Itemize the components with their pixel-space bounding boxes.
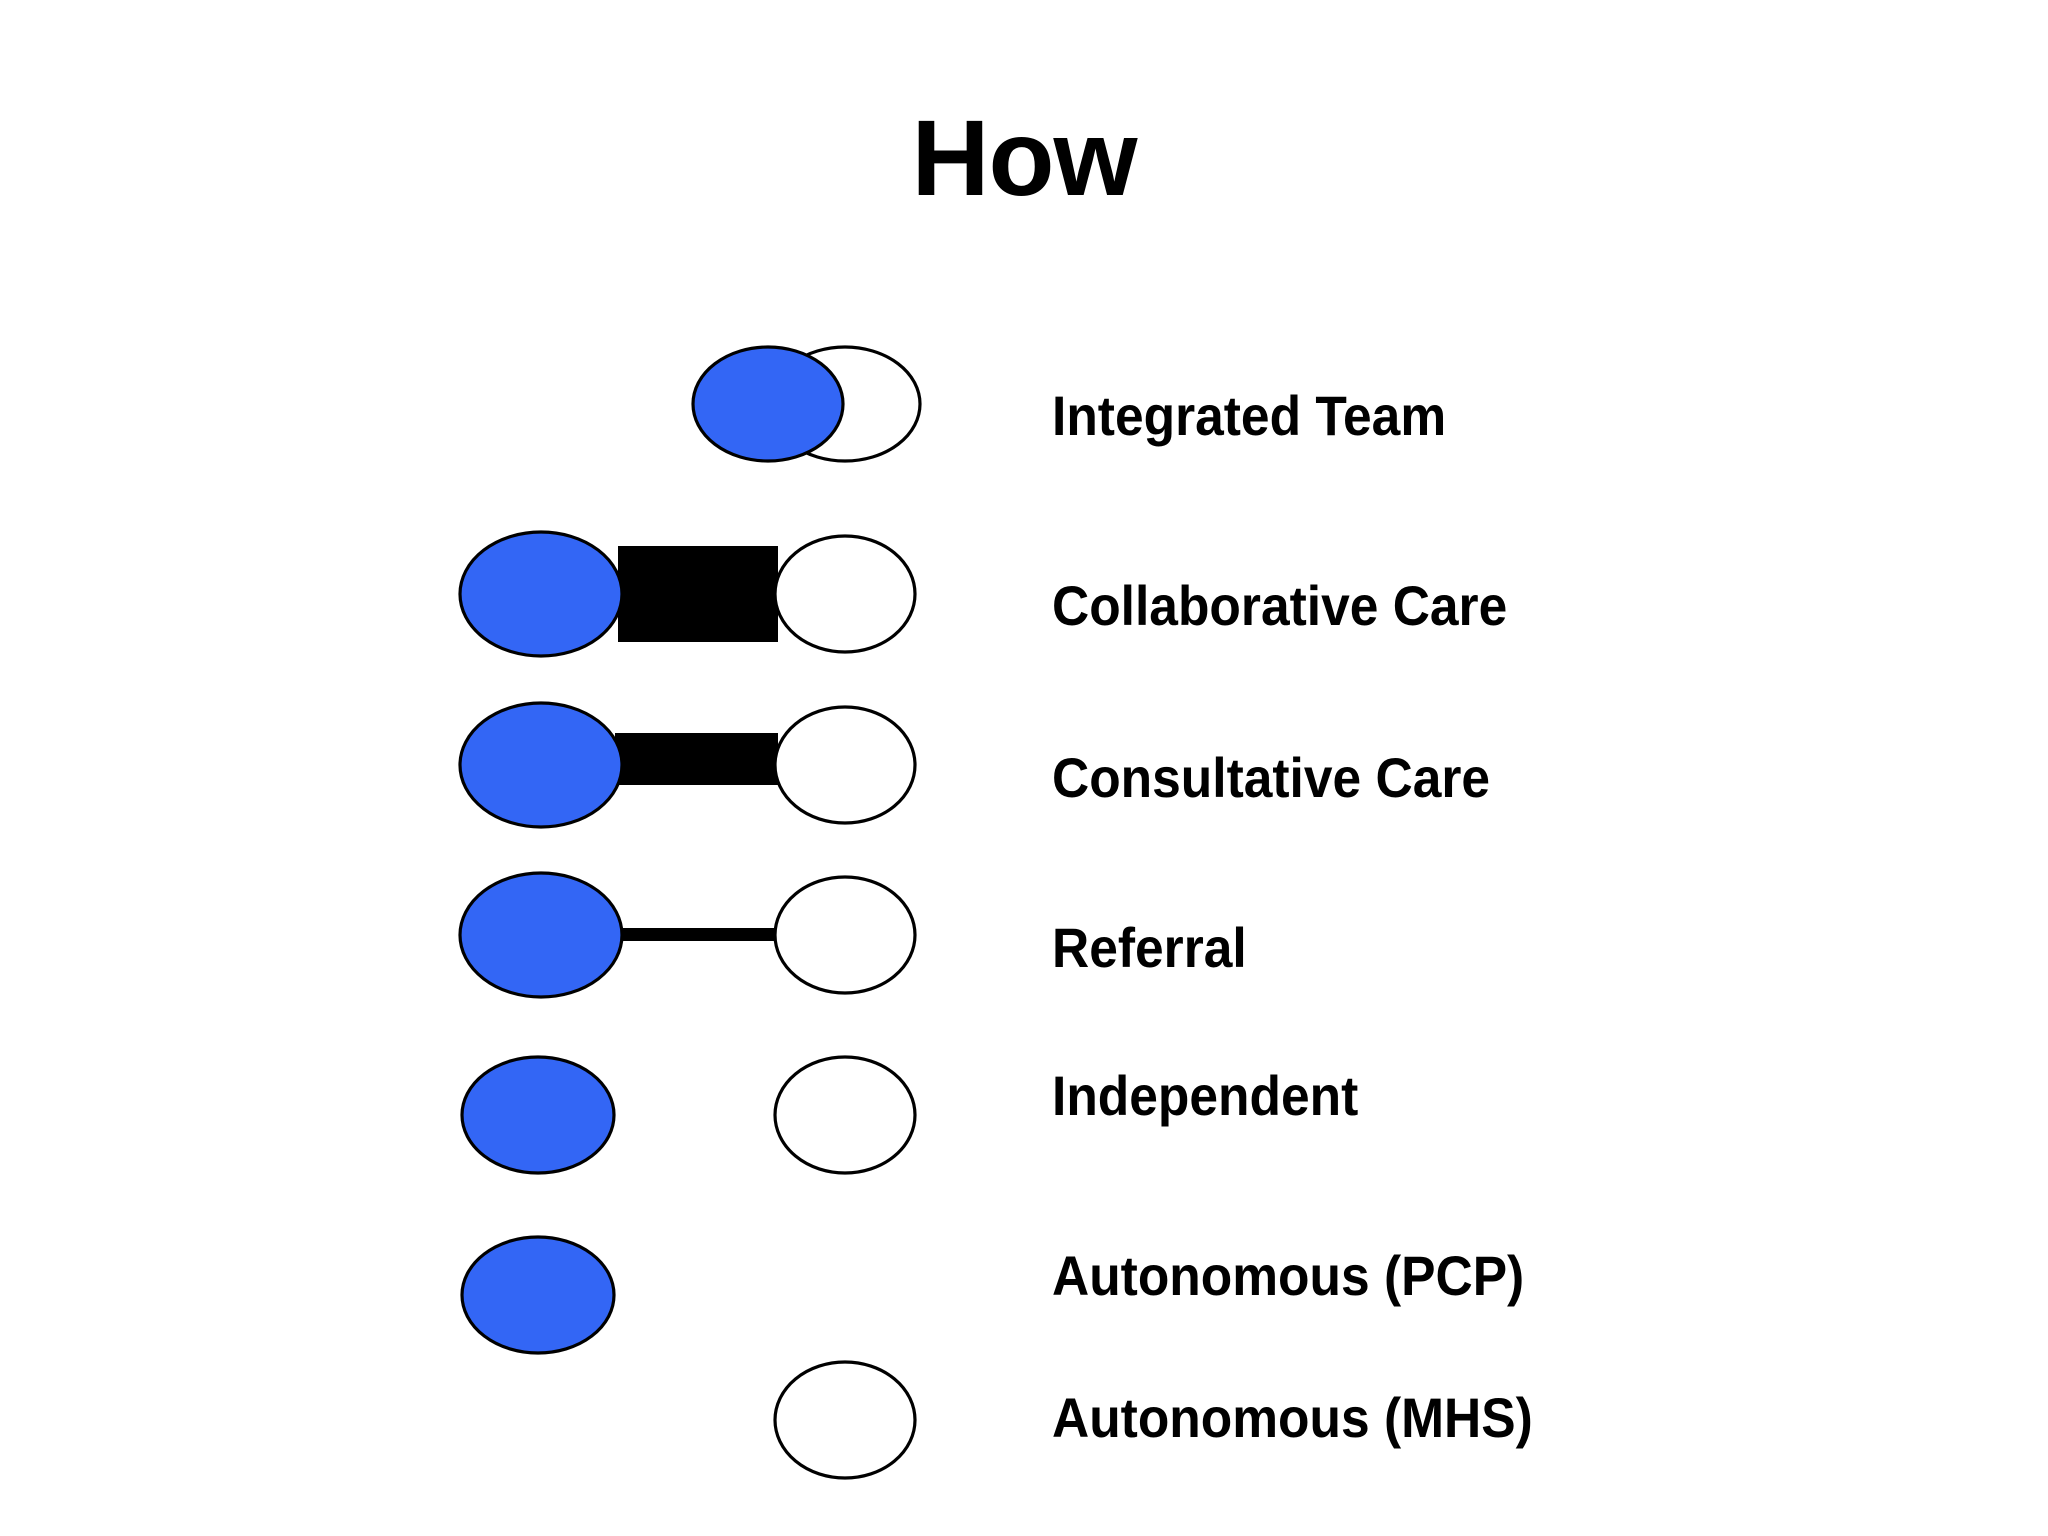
- row-label-collaborative-care: Collaborative Care: [1052, 574, 1508, 637]
- row-label-autonomous-mhs: Autonomous (MHS): [1052, 1386, 1533, 1449]
- connector-thick-bar-collaborative-care: [618, 546, 778, 642]
- mhs-ellipse-autonomous-mhs: [773, 1360, 917, 1480]
- pcp-ellipse-integrated-team: [691, 345, 845, 463]
- page-title: How: [911, 97, 1138, 218]
- pcp-ellipse-independent: [460, 1055, 616, 1175]
- pcp-ellipse-autonomous-pcp: [460, 1235, 616, 1355]
- mhs-ellipse-consultative-care: [773, 705, 917, 825]
- row-label-referral: Referral: [1052, 916, 1247, 979]
- row-label-integrated-team: Integrated Team: [1052, 384, 1447, 447]
- mhs-ellipse-referral: [773, 875, 917, 995]
- row-autonomous-mhs: [773, 1360, 917, 1480]
- pcp-ellipse-consultative-care: [458, 701, 624, 829]
- row-autonomous-pcp: [460, 1235, 616, 1355]
- mhs-ellipse-independent: [773, 1055, 917, 1175]
- row-independent: [460, 1055, 917, 1175]
- row-label-independent: Independent: [1052, 1064, 1359, 1127]
- pcp-ellipse-collaborative-care: [458, 530, 624, 658]
- row-integrated-team: [691, 345, 922, 463]
- row-consultative-care: [458, 701, 917, 829]
- mhs-ellipse-collaborative-care: [773, 534, 917, 654]
- row-collaborative-care: [458, 530, 917, 658]
- row-referral: [458, 871, 917, 999]
- row-label-consultative-care: Consultative Care: [1052, 746, 1491, 809]
- row-label-autonomous-pcp: Autonomous (PCP): [1052, 1244, 1525, 1307]
- connector-thin-line-referral: [612, 928, 778, 941]
- pcp-ellipse-referral: [458, 871, 624, 999]
- connector-medium-bar-consultative-care: [615, 733, 778, 785]
